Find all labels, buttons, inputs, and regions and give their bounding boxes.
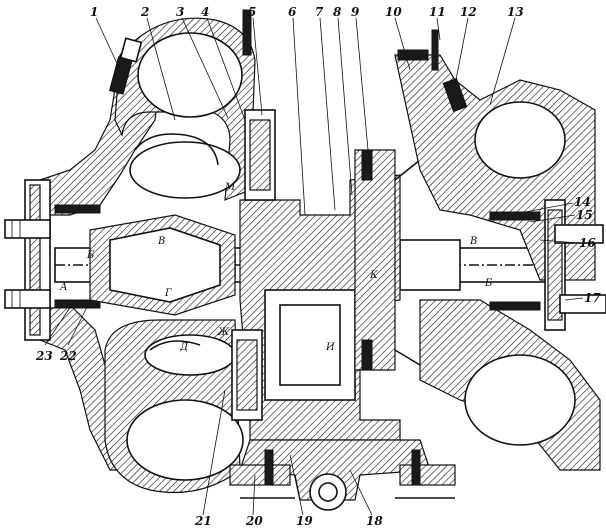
turbine-disk [354, 149, 421, 371]
letter-v-left: В [157, 236, 165, 247]
callout-12: 12 [460, 5, 477, 19]
callout-5: 5 [248, 5, 256, 19]
callout-17: 17 [584, 291, 601, 305]
callout-7: 7 [315, 5, 324, 19]
callout-11: 11 [429, 5, 446, 19]
callout-10: 10 [385, 5, 402, 19]
callout-9: 9 [351, 5, 360, 19]
section-letters: М В Б А Г Д Ж И К В Б [59, 182, 493, 353]
callout-22: 22 [59, 349, 77, 363]
callout-21: 21 [194, 514, 212, 528]
callout-4: 4 [201, 5, 209, 19]
callout-6: 6 [288, 5, 297, 19]
callout-3: 3 [176, 5, 184, 19]
letter-g: Г [164, 288, 172, 299]
support-foot [229, 439, 456, 511]
top-fittings [108, 9, 468, 113]
callout-14: 14 [574, 195, 591, 209]
letter-b-right: Б [484, 278, 493, 289]
letter-m: М [224, 182, 236, 193]
callout-labels-left: 23 22 [35, 349, 77, 363]
callout-8: 8 [333, 5, 342, 19]
letter-b-left: Б [86, 250, 95, 261]
callout-20: 20 [245, 514, 263, 528]
letter-k: К [369, 270, 378, 281]
letter-i: И [325, 342, 335, 353]
callout-labels-top: 1 2 3 4 5 6 7 8 9 10 11 12 13 [90, 5, 524, 19]
nozzle-ring [231, 109, 276, 421]
letter-zh: Ж [217, 327, 230, 338]
callout-1: 1 [90, 5, 98, 19]
callout-labels-right: 14 15 16 17 [574, 195, 601, 305]
callout-19: 19 [296, 514, 313, 528]
callout-labels-bottom: 18 19 20 21 [194, 514, 383, 528]
callout-2: 2 [140, 5, 149, 19]
letter-d: Д [179, 342, 189, 353]
callout-15: 15 [576, 208, 593, 222]
letter-v-right: В [469, 236, 477, 247]
lower-volute [104, 319, 244, 493]
compressor-wheel [89, 214, 236, 316]
callout-16: 16 [579, 236, 596, 250]
leader-lines [44, 17, 584, 516]
callout-23: 23 [35, 349, 53, 363]
turbine-casing [394, 54, 606, 471]
callout-13: 13 [507, 5, 524, 19]
letter-a: А [59, 282, 68, 293]
callout-18: 18 [366, 514, 383, 528]
